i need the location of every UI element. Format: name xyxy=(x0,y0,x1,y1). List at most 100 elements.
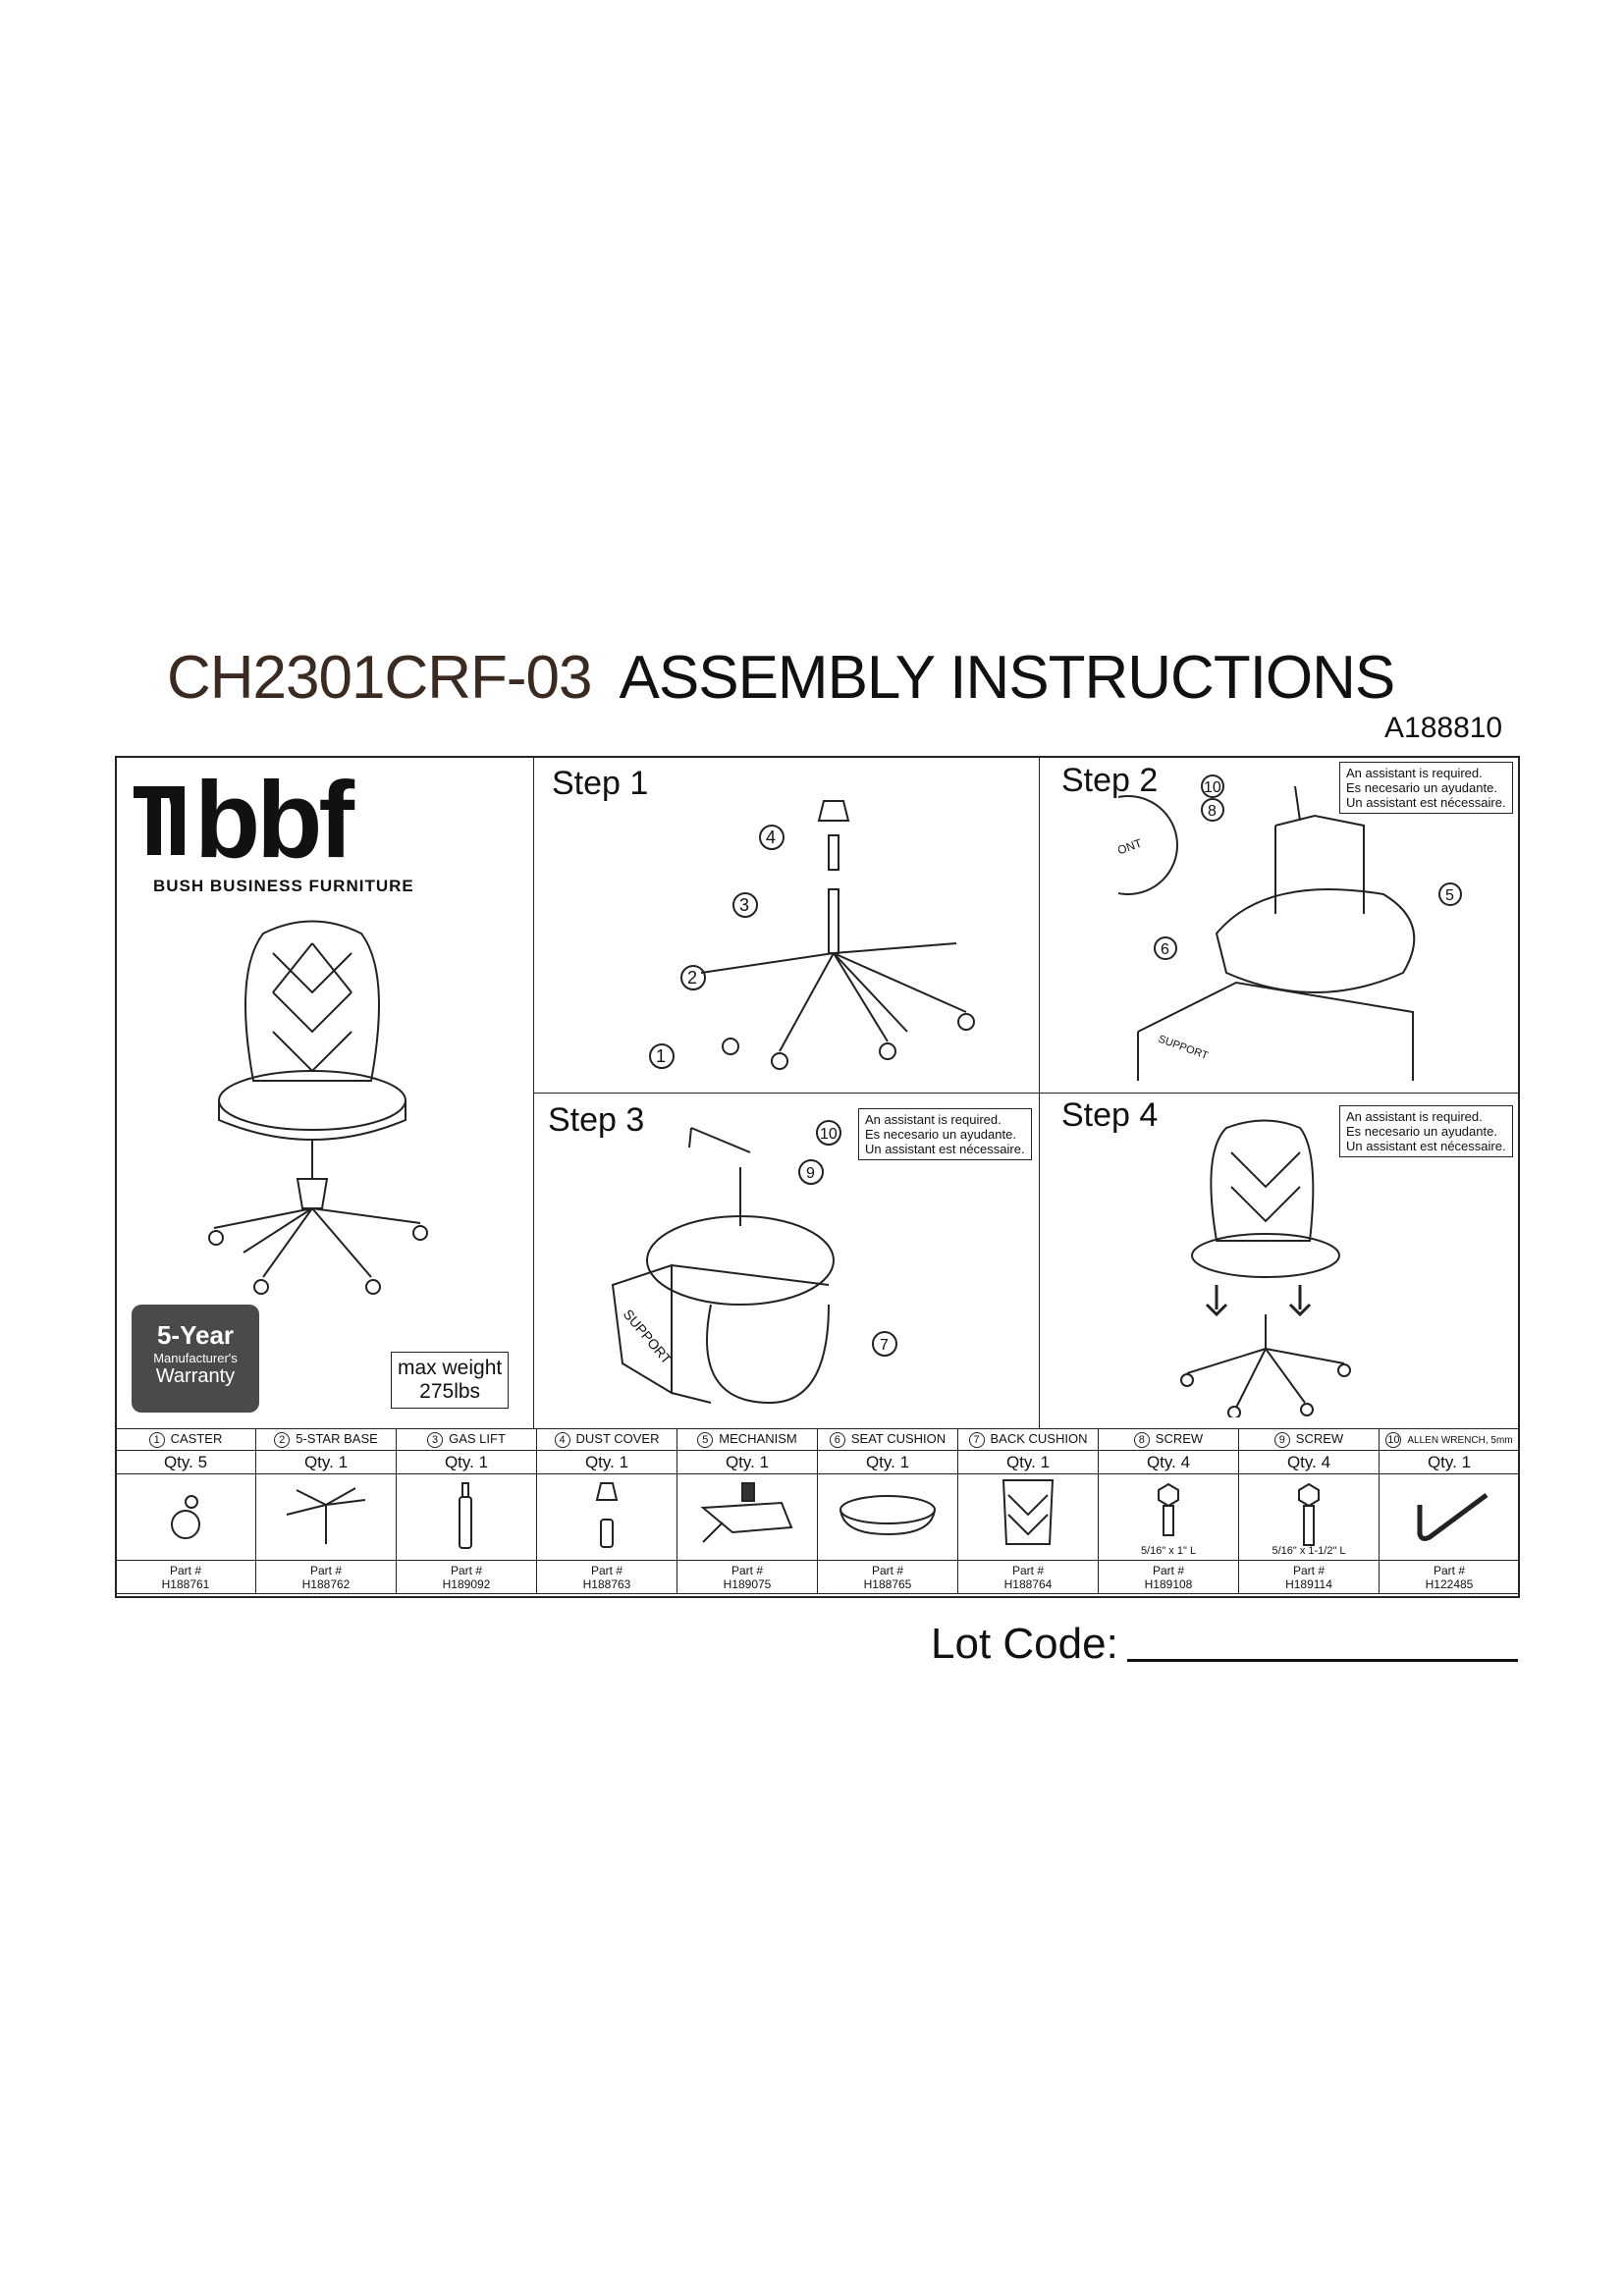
note-en: An assistant is required. xyxy=(865,1112,1001,1127)
max-weight-box: max weight 275lbs xyxy=(391,1352,510,1409)
step-2-label: Step 2 xyxy=(1061,762,1159,799)
svg-text:6: 6 xyxy=(1161,941,1169,958)
screw-9-size: 5/16" x 1-1/2" L xyxy=(1272,1545,1346,1557)
part-number: Part #H189114 xyxy=(1238,1560,1380,1594)
dust-cover-image xyxy=(536,1473,677,1561)
assistant-note: An assistant is required.Es necesario un… xyxy=(1339,762,1513,814)
svg-text:7: 7 xyxy=(880,1337,889,1354)
allen-wrench-image xyxy=(1379,1473,1520,1561)
callout-2: 2 xyxy=(687,968,697,988)
gas-lift-image xyxy=(396,1473,537,1561)
screw-8-image: 5/16" x 1" L xyxy=(1098,1473,1239,1561)
part-qty: Qty. 1 xyxy=(957,1450,1099,1474)
svg-text:5: 5 xyxy=(1445,887,1454,904)
step-1-diagram: 4 3 2 1 xyxy=(649,800,975,1070)
parts-number-row: Part #H188761 Part #H188762 Part #H18909… xyxy=(115,1560,1520,1594)
step-3-panel: Step 3 An assistant is required.Es neces… xyxy=(533,1093,1040,1429)
brand-name: BUSH BUSINESS FURNITURE xyxy=(153,877,414,895)
svg-text:10: 10 xyxy=(820,1126,838,1143)
svg-text:FRONT: FRONT xyxy=(1118,835,1144,863)
document-number: A188810 xyxy=(1384,712,1503,744)
brand-panel: bbf BUSH BUSINESS FURNITURE 5-Year Manuf… xyxy=(115,756,534,1429)
note-en: An assistant is required. xyxy=(1346,1109,1483,1124)
part-qty: Qty. 4 xyxy=(1098,1450,1239,1474)
note-es: Es necesario un ayudante. xyxy=(1346,780,1497,795)
part-number: Part #H189075 xyxy=(677,1560,818,1594)
note-fr: Un assistant est nécessaire. xyxy=(1346,1139,1506,1153)
part-qty: Qty. 1 xyxy=(817,1450,958,1474)
warranty-line2: Warranty xyxy=(155,1365,236,1387)
callout-3: 3 xyxy=(739,895,749,915)
svg-text:9: 9 xyxy=(806,1165,815,1182)
part-qty: Qty. 1 xyxy=(1379,1450,1520,1474)
svg-text:SUPPORT: SUPPORT xyxy=(1157,1034,1210,1062)
part-qty: Qty. 4 xyxy=(1238,1450,1380,1474)
part-number: Part #H122485 xyxy=(1379,1560,1520,1594)
svg-text:bbf: bbf xyxy=(194,767,354,875)
step-3-diagram: 10 9 7 SUPPORT xyxy=(611,1120,897,1405)
lot-code-label: Lot Code: xyxy=(931,1620,1118,1668)
model-number: CH2301CRF-03 xyxy=(167,644,593,712)
mechanism-image xyxy=(677,1473,818,1561)
callout-4: 4 xyxy=(766,828,776,847)
part-number: Part #H188763 xyxy=(536,1560,677,1594)
callout-1: 1 xyxy=(656,1046,666,1066)
part-number: Part #H188762 xyxy=(255,1560,397,1594)
part-qty: Qty. 1 xyxy=(255,1450,397,1474)
svg-text:8: 8 xyxy=(1208,803,1217,820)
max-weight-value: 275lbs xyxy=(419,1380,481,1403)
part-qty: Qty. 5 xyxy=(115,1450,256,1474)
seat-cushion-image xyxy=(817,1473,958,1561)
caster-image xyxy=(115,1473,256,1561)
parts-image-row: 5/16" x 1" L 5/16" x 1-1/2" L xyxy=(115,1473,1520,1561)
note-fr: Un assistant est nécessaire. xyxy=(1346,795,1506,810)
part-number: Part #H189092 xyxy=(396,1560,537,1594)
assistant-note: An assistant is required.Es necesario un… xyxy=(1339,1105,1513,1157)
warranty-badge: 5-Year Manufacturer's Warranty xyxy=(132,1305,259,1413)
step-3-label: Step 3 xyxy=(548,1101,645,1139)
warranty-years: 5-Year xyxy=(156,1320,235,1350)
part-number: Part #H188764 xyxy=(957,1560,1099,1594)
max-weight-label: max weight xyxy=(398,1357,503,1379)
step-4-panel: Step 4 An assistant is required.Es neces… xyxy=(1039,1093,1520,1429)
chair-illustration xyxy=(208,920,428,1295)
part-qty: Qty. 1 xyxy=(677,1450,818,1474)
note-en: An assistant is required. xyxy=(1346,766,1483,780)
part-number: Part #H189108 xyxy=(1098,1560,1239,1594)
bbf-logo: bbf xyxy=(134,767,358,875)
note-es: Es necesario un ayudante. xyxy=(865,1127,1016,1142)
step-4-label: Step 4 xyxy=(1061,1096,1159,1134)
part-qty: Qty. 1 xyxy=(396,1450,537,1474)
assistant-note: An assistant is required.Es necesario un… xyxy=(858,1108,1032,1160)
title-text: ASSEMBLY INSTRUCTIONS xyxy=(619,644,1396,712)
screw-9-image: 5/16" x 1-1/2" L xyxy=(1238,1473,1380,1561)
step-4-diagram xyxy=(1180,1119,1351,1417)
note-fr: Un assistant est nécessaire. xyxy=(865,1142,1025,1156)
step-1-panel: Step 1 4 3 2 1 xyxy=(533,756,1040,1094)
part-number: Part #H188765 xyxy=(817,1560,958,1594)
svg-text:SUPPORT: SUPPORT xyxy=(621,1307,676,1367)
document-title: CH2301CRF-03 ASSEMBLY INSTRUCTIONS xyxy=(167,643,1396,713)
part-number: Part #H188761 xyxy=(115,1560,256,1594)
base-image xyxy=(255,1473,397,1561)
step-2-diagram: 10 8 5 6 FRONT SUPPORT xyxy=(1118,774,1462,1081)
note-es: Es necesario un ayudante. xyxy=(1346,1124,1497,1139)
step-2-panel: Step 2 An assistant is required.Es neces… xyxy=(1039,756,1520,1094)
part-qty: Qty. 1 xyxy=(536,1450,677,1474)
step-1-label: Step 1 xyxy=(552,765,649,802)
svg-text:10: 10 xyxy=(1204,779,1221,796)
back-cushion-image xyxy=(957,1473,1099,1561)
